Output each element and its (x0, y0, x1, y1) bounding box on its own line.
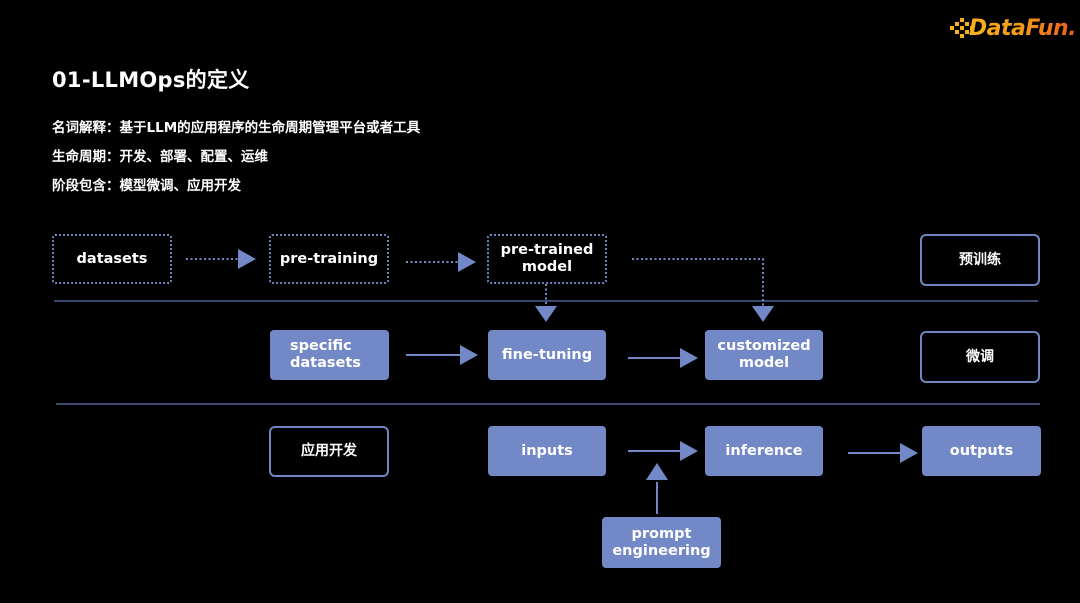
stage-label-finetuning: 微调 (920, 331, 1040, 383)
row-divider-1 (54, 300, 1038, 302)
arrowhead-icon (680, 348, 698, 368)
arrowhead-icon (646, 463, 668, 480)
arrowhead-icon (460, 345, 478, 365)
node-label: inference (725, 442, 803, 459)
node-label: datasets (76, 250, 148, 267)
row-divider-2 (56, 403, 1040, 405)
node-label: prompt engineering (612, 525, 711, 559)
stage-label: 预训练 (959, 251, 1001, 268)
arrowhead-icon (900, 443, 918, 463)
node-label: pre-training (279, 250, 379, 267)
node-prompt-engineering: prompt engineering (602, 517, 721, 568)
stage-label: 微调 (966, 348, 994, 365)
node-fine-tuning: fine-tuning (488, 330, 606, 380)
node-label: outputs (949, 442, 1014, 459)
arrowhead-icon (238, 249, 256, 269)
node-specific-datasets: specific datasets (270, 330, 389, 380)
node-customized-model: customized model (705, 330, 823, 380)
node-pre-trained-model: pre-trained model (487, 234, 607, 284)
node-label: pre-trained model (500, 242, 594, 275)
lifecycle-line: 生命周期：开发、部署、配置、运维 (52, 149, 268, 165)
arrowhead-icon (752, 306, 774, 322)
logo-pixel-icon (948, 18, 974, 38)
node-pre-training: pre-training (269, 234, 389, 284)
stages-line: 阶段包含：模型微调、应用开发 (52, 178, 241, 194)
node-datasets: datasets (52, 234, 172, 284)
definition-line: 名词解释：基于LLM的应用程序的生命周期管理平台或者工具 (52, 120, 421, 136)
node-label: specific datasets (290, 338, 361, 371)
node-inputs: inputs (488, 426, 606, 476)
edge-pretrainedmodel-customized (632, 258, 764, 308)
node-outputs: outputs (922, 426, 1041, 476)
arrowhead-icon (458, 252, 476, 272)
stage-label-app-dev: 应用开发 (269, 426, 389, 477)
stage-label: 应用开发 (301, 443, 357, 459)
arrowhead-icon (680, 441, 698, 461)
arrowhead-icon (535, 306, 557, 322)
node-label: customized model (717, 338, 811, 371)
datafun-logo: DataFun. (948, 12, 1077, 44)
stage-label-pretraining: 预训练 (920, 234, 1040, 286)
node-inference: inference (705, 426, 823, 476)
logo-text: DataFun. (968, 15, 1077, 41)
node-label: fine-tuning (501, 346, 593, 363)
slide-title: 01-LLMOps的定义 (52, 68, 250, 92)
node-label: inputs (521, 442, 573, 459)
